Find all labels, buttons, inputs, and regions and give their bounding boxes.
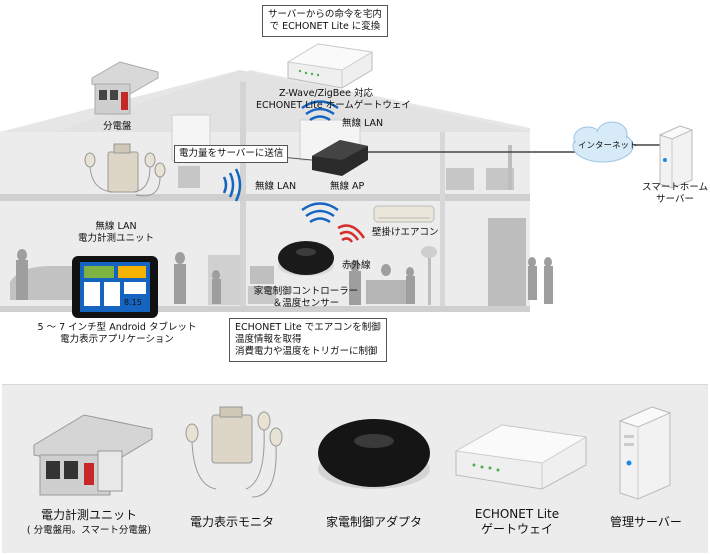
smart-home-server-icon	[658, 125, 694, 189]
echonet-control-line-3: 消費電力や温度をトリガーに制御	[235, 346, 378, 357]
floor-lamp	[428, 255, 431, 305]
gateway-router-icon	[286, 43, 374, 89]
lamp	[508, 145, 512, 190]
sofa-upper-2	[486, 168, 514, 190]
controller-icon	[278, 241, 334, 276]
smart-home-server-line-2: サーバー	[656, 194, 694, 205]
product-appliance-adapter-icon	[318, 419, 430, 489]
floor-lamp-shade	[421, 246, 437, 258]
meter-unit-line-2: 電力計測ユニット	[77, 233, 154, 244]
internet-cloud	[572, 121, 634, 163]
sofa-upper	[446, 168, 474, 190]
gateway-line-1: Z-Wave/ZigBee 対応	[278, 88, 374, 99]
smart-home-server-line-1: スマートホーム	[642, 182, 708, 193]
person-3-body	[212, 279, 221, 304]
wireless-ap-label: 無線 AP	[330, 181, 365, 192]
distribution-board-icon	[91, 61, 159, 115]
product-meter-unit-label: 電力計測ユニット ( 分電盤用。スマート分電盤)	[4, 508, 174, 538]
floor-upper	[0, 194, 530, 201]
person-3	[212, 270, 220, 280]
infrared-icon	[337, 224, 366, 243]
person-4	[350, 260, 360, 272]
server-command-line-1: サーバーからの命令を宅内	[268, 9, 382, 20]
tablet-line-2: 電力表示アプリケーション	[60, 334, 174, 345]
send-power-box: 電力量をサーバーに送信	[174, 145, 289, 163]
person-2-body	[174, 264, 186, 304]
product-icons	[33, 406, 672, 500]
person-2	[175, 252, 185, 264]
echonet-control-line-1: ECHONET Lite でエアコンを制御	[235, 322, 381, 333]
controller-label: 家電制御コントローラー ＆温度センサー	[244, 286, 368, 310]
product-server-label: 管理サーバー	[610, 515, 682, 529]
wall-divider-lower	[240, 201, 246, 306]
wifi-controller-icon	[301, 202, 339, 224]
aircon-label: 壁掛けエアコン	[372, 227, 439, 238]
door	[488, 218, 526, 306]
person-8-body	[544, 266, 553, 304]
product-server-icon	[618, 406, 672, 500]
tv	[250, 266, 274, 284]
wall-divider-right	[440, 132, 445, 306]
person-7-body	[528, 266, 537, 300]
wireless-ap-icon	[312, 140, 368, 176]
product-panel: 電力計測ユニット ( 分電盤用。スマート分電盤) 電力表示モニタ 家電制御アダプ…	[2, 384, 708, 553]
internet-label: インターネット	[578, 141, 638, 151]
tablet-line-1: 5 ～ 7 インチ型 Android タブレット	[37, 322, 197, 333]
wireless-lan-top-label: 無線 LAN	[342, 118, 384, 129]
controller-line-1: 家電制御コントローラー	[253, 286, 359, 297]
air-conditioner-icon	[373, 205, 435, 223]
wall-divider-upper	[240, 82, 246, 194]
floor-lower	[0, 306, 530, 312]
meter-unit-icon	[84, 143, 166, 197]
person-7	[528, 257, 536, 267]
product-gateway-name: ECHONET Lite	[474, 507, 560, 521]
wifi-top-icon	[301, 100, 339, 122]
product-meter-unit-name: 電力計測ユニット	[40, 508, 137, 522]
product-meter-unit-icon	[33, 414, 153, 496]
wifi-left-icon	[222, 168, 242, 202]
echonet-control-box: ECHONET Lite でエアコンを制御 温度情報を取得 消費電力や温度をトリ…	[229, 318, 387, 362]
person-6	[406, 267, 414, 277]
tablet-screen-value: 8.15	[124, 298, 142, 307]
server-command-line-2: で ECHONET Lite に変換	[269, 21, 381, 32]
person-8	[544, 257, 552, 267]
house-roof	[0, 70, 530, 200]
product-power-monitor-icon	[185, 406, 283, 498]
product-power-monitor-label: 電力表示モニタ	[189, 515, 274, 529]
smart-home-server-label: スマートホーム サーバー	[640, 182, 710, 206]
product-appliance-adapter-label: 家電制御アダプタ	[325, 515, 422, 529]
product-gateway-icon	[454, 424, 588, 490]
echonet-control-line-2: 温度情報を取得	[235, 334, 302, 345]
house-diagram	[0, 43, 694, 318]
sofa-lower	[366, 280, 406, 304]
gateway-label: Z-Wave/ZigBee 対応 ECHONET Lite ホームゲートウェイ	[256, 88, 411, 112]
person-1-body	[16, 260, 28, 300]
server-command-box: サーバーからの命令を宅内 で ECHONET Lite に変換	[262, 5, 388, 37]
product-meter-unit-sub: ( 分電盤用。スマート分電盤)	[26, 525, 152, 536]
distribution-board-label: 分電盤	[103, 121, 132, 132]
person-5	[381, 264, 391, 276]
meter-unit-label: 無線 LAN 電力計測ユニット	[68, 221, 164, 245]
person-6-body	[406, 276, 415, 304]
gateway-line-2: ECHONET Lite ホームゲートウェイ	[256, 100, 411, 111]
controller-line-2: ＆温度センサー	[272, 298, 340, 309]
tv-stand	[248, 286, 276, 304]
wireless-lan-left-label: 無線 LAN	[255, 181, 297, 192]
tablet-label: 5 ～ 7 インチ型 Android タブレット 電力表示アプリケーション	[18, 322, 216, 346]
meter-unit-line-1: 無線 LAN	[95, 221, 137, 232]
product-gateway-label: ECHONET Lite ゲートウェイ	[457, 507, 577, 537]
tablet-icon	[72, 256, 158, 318]
infrared-label: 赤外線	[342, 260, 371, 271]
person-1	[17, 249, 27, 261]
chair	[178, 166, 200, 188]
product-gateway-sub: ゲートウェイ	[480, 522, 553, 536]
person-4-body	[349, 271, 361, 305]
